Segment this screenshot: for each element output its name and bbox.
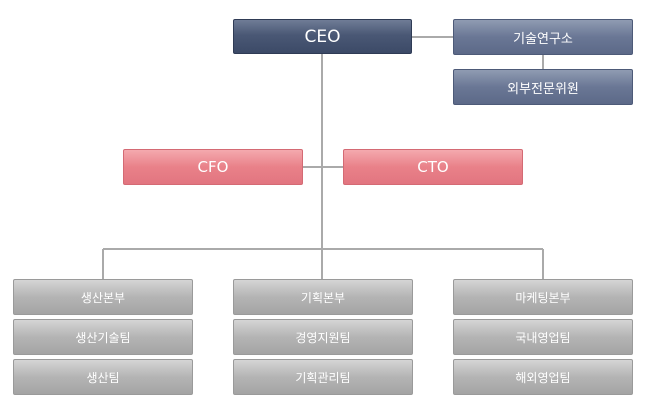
node-management-support-team-label: 경영지원팀 <box>295 330 351 345</box>
node-production-division-label: 생산본부 <box>80 290 126 305</box>
node-cfo-label: CFO <box>197 158 229 176</box>
node-external-experts-label: 외부전문위원 <box>507 81 579 97</box>
node-domestic-sales-team-label: 국내영업팀 <box>515 330 571 345</box>
node-ceo: CEO <box>233 19 412 54</box>
node-management-support-team: 경영지원팀 <box>233 319 413 355</box>
node-external-experts: 외부전문위원 <box>453 69 633 105</box>
node-domestic-sales-team: 국내영업팀 <box>453 319 633 355</box>
node-ceo-label: CEO <box>304 26 341 47</box>
node-production-division: 생산본부 <box>13 279 193 315</box>
node-marketing-division: 마케팅본부 <box>453 279 633 315</box>
node-overseas-sales-team-label: 해외영업팀 <box>515 370 571 385</box>
node-production-tech-team-label: 생산기술팀 <box>75 330 131 345</box>
node-overseas-sales-team: 해외영업팀 <box>453 359 633 395</box>
node-production-team: 생산팀 <box>13 359 193 395</box>
node-planning-division: 기획본부 <box>233 279 413 315</box>
node-planning-management-team-label: 기획관리팀 <box>295 370 351 385</box>
node-research-institute-label: 기술연구소 <box>513 31 573 47</box>
node-research-institute: 기술연구소 <box>453 19 633 55</box>
node-production-team-label: 생산팀 <box>86 370 120 385</box>
node-cto: CTO <box>343 149 523 185</box>
node-production-tech-team: 생산기술팀 <box>13 319 193 355</box>
node-marketing-division-label: 마케팅본부 <box>515 290 571 305</box>
node-planning-division-label: 기획본부 <box>300 290 346 305</box>
node-cfo: CFO <box>123 149 303 185</box>
node-cto-label: CTO <box>417 158 449 176</box>
node-planning-management-team: 기획관리팀 <box>233 359 413 395</box>
